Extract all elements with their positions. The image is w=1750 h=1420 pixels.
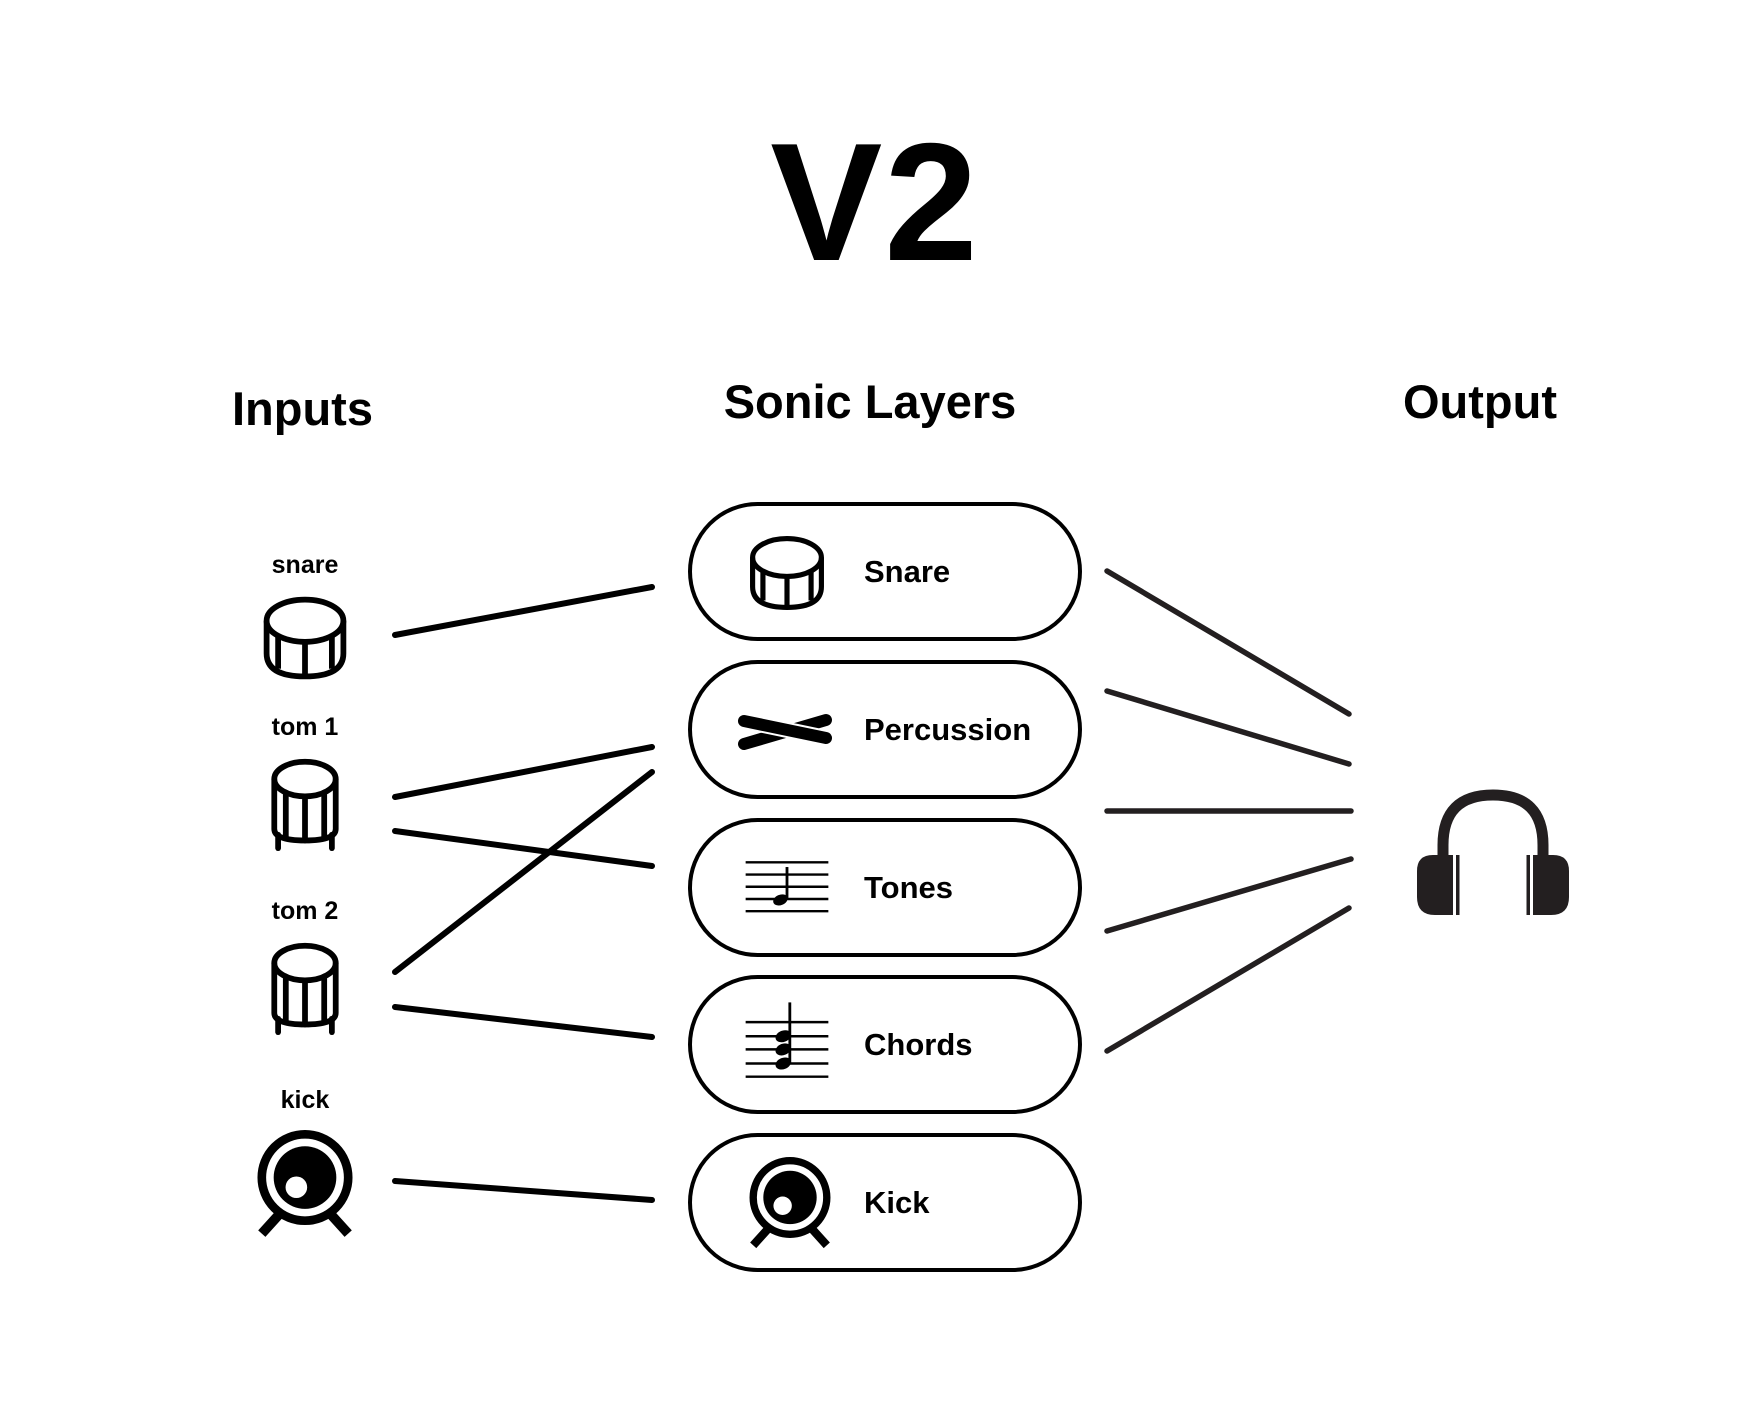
- wire-snare-to-snare: [392, 584, 655, 638]
- layer-label: Kick: [864, 1185, 930, 1220]
- wire-kick-layer-to-output: [1104, 905, 1352, 1054]
- input-label-tom-1: tom 1: [271, 713, 339, 741]
- wire-tom2-to-chords: [392, 1004, 655, 1040]
- snare-drum-icon: [744, 530, 830, 616]
- layer-chords[interactable]: Chords: [688, 975, 1082, 1114]
- input-label-snare: snare: [271, 551, 339, 579]
- layer-kick[interactable]: Kick: [688, 1133, 1082, 1272]
- wire-percussion-layer-to-output: [1104, 688, 1352, 767]
- output-heading: Output: [1403, 375, 1557, 428]
- kick-drum-icon: [744, 1157, 836, 1249]
- tom-drum-icon: [257, 940, 353, 1036]
- layer-percussion[interactable]: Percussion: [688, 660, 1082, 799]
- layer-label: Percussion: [864, 712, 1032, 747]
- layer-snare[interactable]: Snare: [688, 502, 1082, 641]
- wire-tom1-to-percussion: [392, 744, 655, 800]
- layer-tones[interactable]: Tones: [688, 818, 1082, 957]
- wire-tom2-to-percussion: [392, 769, 655, 975]
- layer-label: Chords: [864, 1027, 973, 1062]
- single-note-staff-icon: [740, 836, 834, 930]
- inputs-heading: Inputs: [232, 382, 373, 435]
- wire-tom1-to-tones: [392, 828, 655, 869]
- wire-kick-to-kick: [392, 1178, 655, 1203]
- input-label-kick: kick: [280, 1086, 330, 1114]
- sonic-layers-heading: Sonic Layers: [723, 375, 1017, 428]
- headphones-icon: [1413, 787, 1573, 927]
- layer-label: Tones: [864, 870, 953, 905]
- diagram-title: V2: [770, 108, 980, 296]
- wire-snare-layer-to-output: [1104, 568, 1352, 717]
- input-label-tom-2: tom 2: [271, 897, 339, 925]
- layer-label: Snare: [864, 554, 951, 589]
- kick-drum-icon: [251, 1130, 359, 1238]
- chord-staff-icon: [740, 993, 834, 1087]
- tom-drum-icon: [257, 756, 353, 852]
- drumsticks-icon: [736, 676, 836, 776]
- snare-drum-icon: [257, 590, 353, 686]
- wire-chords-layer-to-output: [1104, 856, 1354, 934]
